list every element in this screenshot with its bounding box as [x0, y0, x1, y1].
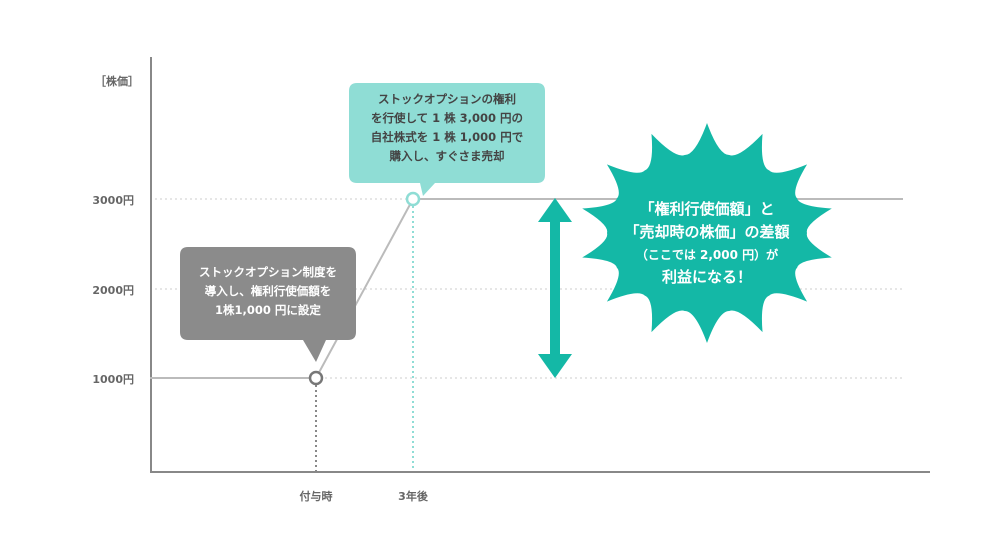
grant-callout-shape [180, 247, 356, 362]
grant-callout-text: ストックオプション制度を 導入し、権利行使価額を 1株1,000 円に設定 [199, 265, 337, 317]
profit-arrow [538, 198, 572, 378]
profit-explanation: 「権利行使価額」と 「売却時の株価」の差額 （ここでは 2,000 円）が 利益… [600, 198, 814, 289]
burst-line-3: （ここでは 2,000 円）が [635, 248, 779, 262]
profit-starburst [582, 123, 832, 343]
y-axis-unit: ［株価］ [95, 75, 139, 88]
grant-point [308, 370, 324, 386]
exercise-callout-shape [349, 83, 545, 196]
y-tick-2000: 2000円 [92, 284, 134, 297]
x-tick-grant: 付与時 [299, 490, 333, 503]
burst-line-2: 「売却時の株価」の差額 [624, 223, 790, 241]
y-tick-3000: 3000円 [92, 194, 134, 207]
y-tick-1000: 1000円 [92, 373, 134, 386]
x-tick-3-years: 3年後 [398, 490, 428, 503]
exercise-callout-text: ストックオプションの権利 を行使して 1 株 3,000 円の 自社株式を 1 … [370, 92, 524, 163]
burst-line-4: 利益になる！ [661, 268, 752, 286]
burst-line-1: 「権利行使価額」と [639, 200, 775, 218]
exercise-point [405, 191, 421, 207]
